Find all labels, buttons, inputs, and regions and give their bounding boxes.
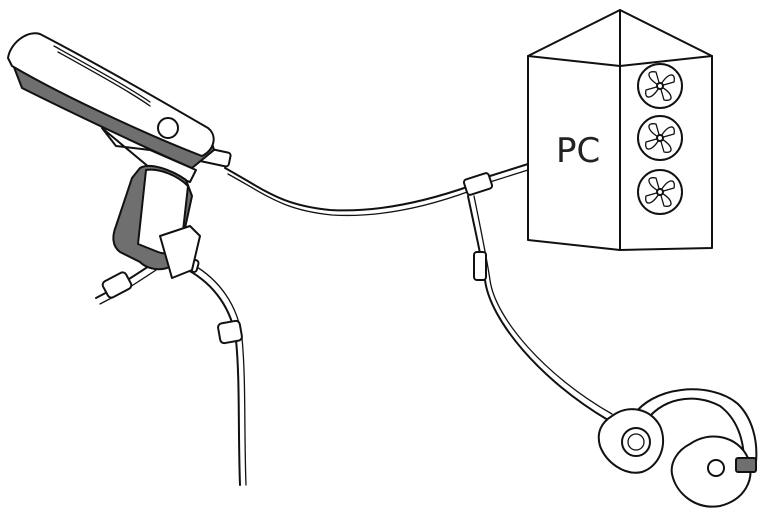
cable-device-down-inner [191, 263, 247, 486]
splitter-connector [462, 172, 494, 196]
cables [95, 163, 613, 486]
headphone-jack-connector [473, 251, 487, 281]
cable-splitter-to-pc [489, 163, 529, 177]
cable-device-down [187, 269, 241, 486]
device-bar-button [157, 117, 179, 139]
cable-clip-left [101, 271, 133, 299]
connectors [101, 146, 494, 345]
pc-tower: PC [527, 9, 713, 251]
cable-splitter-to-pc-inner [489, 169, 529, 183]
cable-device-to-splitter [224, 167, 471, 212]
headphones-hinge-right [735, 457, 757, 473]
headphones-cup-left [597, 408, 665, 474]
cable-splitter-to-headphones [467, 195, 609, 421]
device-bar-slot [53, 45, 151, 103]
pc-label: PC [556, 131, 600, 171]
device-lower-bracket [159, 225, 201, 279]
headphones-cup-right-detail [707, 459, 725, 477]
headphones [597, 388, 758, 508]
fan-icon [637, 169, 683, 215]
cable-clip-lower [217, 319, 243, 345]
headphones-cup-left-inner [621, 427, 651, 457]
fan-icon [637, 115, 683, 161]
device [7, 32, 215, 279]
cable-splitter-to-headphones-inner [473, 195, 613, 415]
fan-icon [637, 63, 683, 109]
cable-device-to-splitter-inner [227, 173, 471, 217]
headphones-cup-left-center [627, 433, 645, 451]
pc-side [527, 9, 621, 251]
device-bar-slot-2 [57, 51, 151, 107]
